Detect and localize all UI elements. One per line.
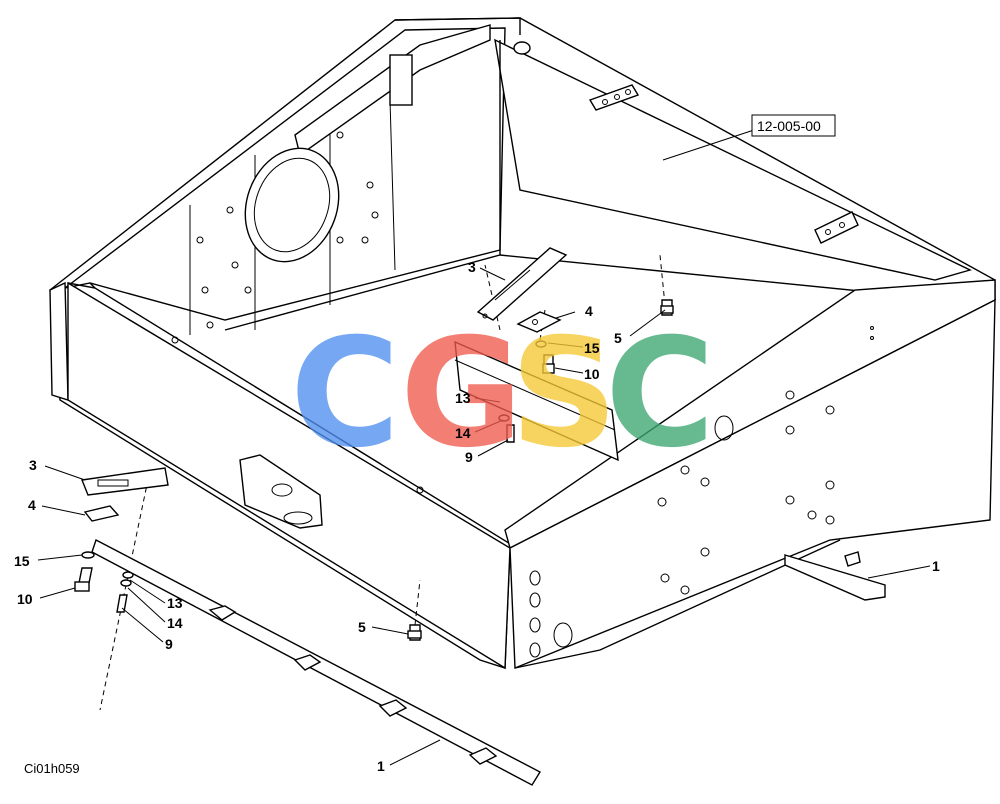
washer-small-top [498, 414, 510, 422]
callout-14-top[interactable]: 14 [455, 425, 471, 441]
callout-15-left[interactable]: 15 [14, 553, 30, 569]
callouts: 3 4 5 15 10 13 14 9 3 4 15 10 13 14 9 5 … [14, 259, 940, 774]
washer-small-left [120, 571, 134, 587]
rear-bumper-top [588, 84, 640, 111]
watermark: C G S C [290, 307, 715, 481]
strip-bottom [91, 538, 541, 786]
callout-10-left[interactable]: 10 [17, 591, 33, 607]
strip-right [784, 551, 886, 601]
lifting-hook [239, 454, 323, 529]
callout-3-left[interactable]: 3 [29, 457, 37, 473]
frame-body [49, 17, 996, 670]
bolt-5-top [660, 299, 674, 316]
reference-label: 12-005-00 [757, 118, 821, 134]
assembly-lines [99, 254, 666, 711]
screw-top [506, 424, 515, 443]
watermark-letter-c2: C [605, 307, 715, 481]
callout-4-top[interactable]: 4 [585, 303, 593, 319]
callout-14-left[interactable]: 14 [167, 615, 183, 631]
callout-5-top[interactable]: 5 [614, 330, 622, 346]
callout-9-left[interactable]: 9 [165, 636, 173, 652]
washer-top [535, 340, 547, 348]
drawing-id: Ci01h059 [24, 761, 80, 776]
callout-9-top[interactable]: 9 [465, 449, 473, 465]
callout-5-bottom[interactable]: 5 [358, 619, 366, 635]
bolt-left [74, 567, 93, 592]
bolt-top [542, 354, 555, 374]
callout-13-left[interactable]: 13 [167, 595, 183, 611]
screw-left [116, 594, 128, 613]
interior-strip [454, 340, 619, 462]
callout-4-left[interactable]: 4 [28, 497, 36, 513]
bolt-5-bottom [407, 624, 422, 641]
rear-bumper-lower [814, 211, 859, 244]
callout-10-top[interactable]: 10 [584, 366, 600, 382]
callout-1-bottom[interactable]: 1 [377, 758, 385, 774]
leader-lines [37, 127, 931, 766]
watermark-letter-g: G [400, 307, 523, 481]
callout-15-top[interactable]: 15 [584, 340, 600, 356]
watermark-letter-s: S [510, 307, 618, 481]
bracket-left [81, 467, 169, 496]
plate-top [516, 311, 562, 333]
bracket-top [476, 247, 568, 321]
callout-1-right[interactable]: 1 [932, 558, 940, 574]
reference-label-box[interactable]: 12-005-00 [751, 114, 836, 137]
callout-3-top[interactable]: 3 [468, 259, 476, 275]
callout-13-top[interactable]: 13 [455, 390, 471, 406]
washer-left [81, 551, 95, 559]
plate-left [83, 505, 120, 522]
watermark-letter-c1: C [290, 307, 400, 481]
